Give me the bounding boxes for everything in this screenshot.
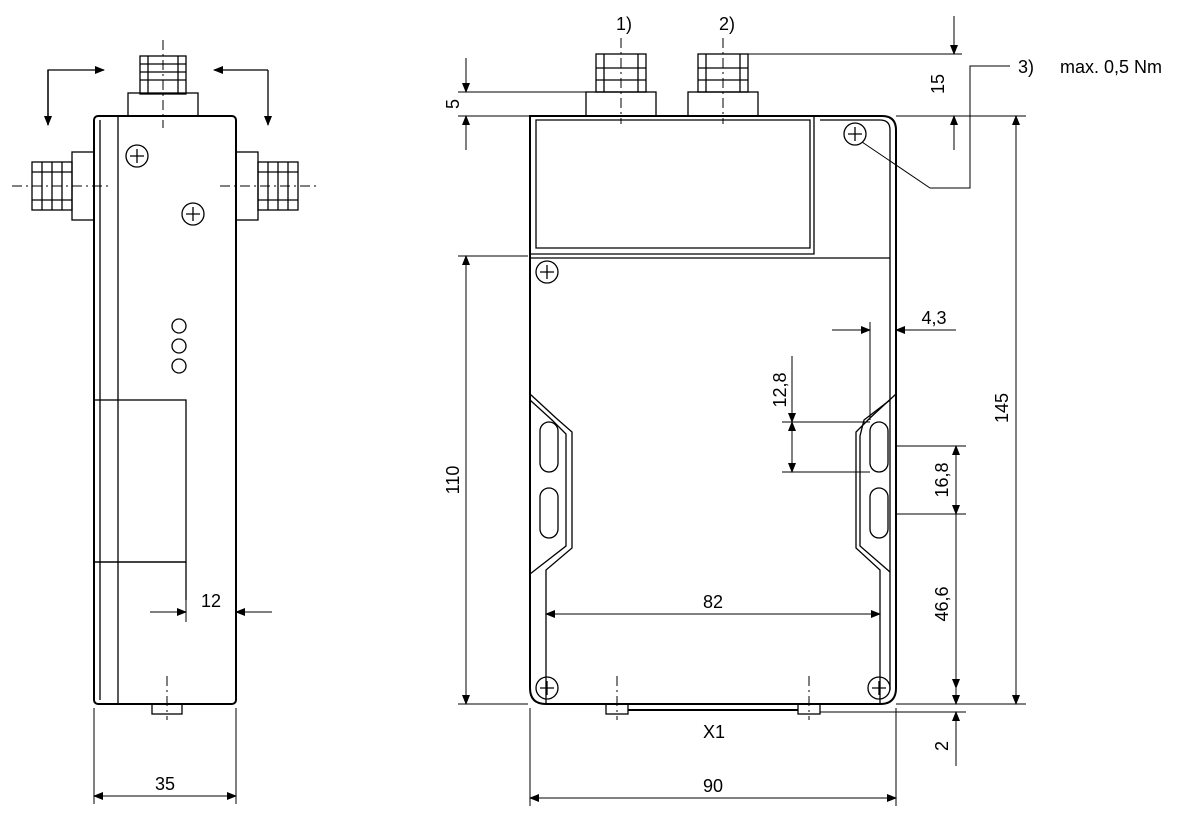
dim-hole-spacing: 82 — [703, 592, 723, 612]
dim-bottom-offset: 2 — [932, 741, 952, 751]
dim-slot-offset: 4,3 — [921, 308, 946, 328]
dim-connector-height: 15 — [928, 74, 948, 94]
connector-x1 — [605, 676, 821, 720]
screw-icon — [535, 676, 559, 700]
screw-icon — [181, 202, 205, 226]
dim-connector-nut: 5 — [443, 99, 463, 109]
torque-note: max. 0,5 Nm — [1060, 57, 1162, 77]
dim-side-depth: 12 — [201, 591, 221, 611]
slot-right-upper — [869, 421, 889, 473]
screw-icon — [843, 122, 867, 146]
dim-slot-bottom: 46,6 — [932, 586, 952, 621]
dim-height-lower: 110 — [443, 466, 463, 495]
connector-1 — [585, 38, 657, 124]
connector-2 — [687, 38, 759, 124]
dim-slot-pitch: 16,8 — [932, 462, 952, 497]
dim-front-width: 90 — [703, 776, 723, 796]
led-indicator-icon — [171, 318, 187, 374]
side-body — [93, 115, 237, 705]
dim-side-width: 35 — [155, 774, 175, 794]
dim-slot-length: 12,8 — [770, 372, 790, 407]
label-x1: X1 — [703, 722, 725, 742]
front-view: 1) 2) X1 90 82 110 5 — [443, 14, 1162, 806]
callout-1: 1) — [616, 14, 632, 34]
callout-2: 2) — [719, 14, 735, 34]
slot-left-lower — [539, 487, 559, 539]
front-body — [529, 115, 897, 705]
slot-left-upper — [539, 421, 559, 473]
slot-right-lower — [869, 487, 889, 539]
callout-3: 3) — [1018, 57, 1034, 77]
dim-height-total: 145 — [992, 393, 1012, 423]
screw-icon — [125, 144, 149, 168]
screw-icon — [535, 260, 559, 284]
side-view: 12 35 — [12, 40, 318, 804]
screw-icon — [867, 676, 891, 700]
